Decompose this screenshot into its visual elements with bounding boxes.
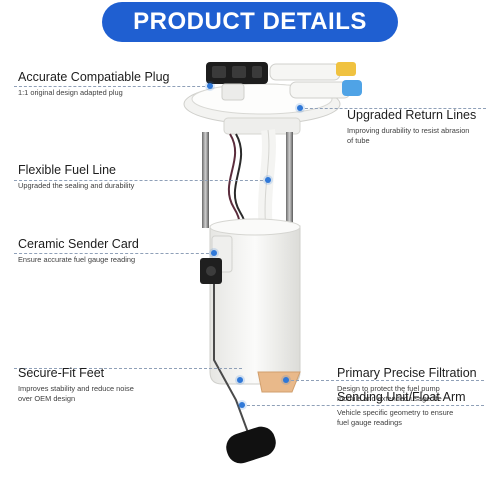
return-line-outlets <box>269 62 362 99</box>
sender-card-dot <box>211 250 217 256</box>
plug-dot <box>207 83 213 89</box>
feet-dot <box>237 377 243 383</box>
float-arm-title: Sending Unit/Float Arm <box>337 390 466 404</box>
guide-rods <box>202 132 293 232</box>
filtration-title: Primary Precise Filtration <box>337 366 477 380</box>
return-lines-dot <box>297 105 303 111</box>
feet-title: Secure-Fit Feet <box>18 366 105 380</box>
filtration-leader <box>286 380 484 381</box>
feet-desc-line2: over OEM design <box>18 393 76 403</box>
filter-sock <box>257 371 301 393</box>
callout-sender-card: Ceramic Sender Card Ensure accurate fuel… <box>18 237 139 265</box>
plug-title: Accurate Compatiable Plug <box>18 70 170 84</box>
callout-plug: Accurate Compatiable Plug 1:1 original d… <box>18 70 169 98</box>
flexible-fuel-line <box>258 129 276 231</box>
reservoir-body <box>209 218 301 385</box>
connector-plug <box>206 62 268 101</box>
return-lines-desc-line1: Improving durability to resist abrasion <box>347 126 470 135</box>
plug-desc: 1:1 original design adapted plug <box>18 88 123 97</box>
fuel-line-dot <box>265 177 271 183</box>
sender-card-desc: Ensure accurate fuel gauge reading <box>18 255 136 264</box>
fuel-line-title: Flexible Fuel Line <box>18 163 116 177</box>
plug-leader <box>14 86 210 87</box>
feet-leader <box>14 368 242 369</box>
return-lines-leader <box>300 108 486 109</box>
float-arm-leader <box>242 405 484 406</box>
banner-title: PRODUCT DETAILS <box>133 8 367 35</box>
feet-desc-line1: Improves stability and reduce noise <box>18 384 134 393</box>
callout-filtration: Primary Precise Filtration Design to pro… <box>337 366 477 403</box>
float-arm-desc-line2: fuel gauge readings <box>337 417 402 427</box>
filtration-desc-line1: Design to protect the fuel pump <box>337 384 440 393</box>
callout-fuel-line: Flexible Fuel Line Upgraded the sealing … <box>18 163 134 191</box>
float-arm-dot <box>239 402 245 408</box>
feet-desc: Improves stability and reduce noise over… <box>18 384 134 403</box>
float-arm <box>213 284 251 439</box>
fuel-line-leader <box>14 180 268 181</box>
product-details-banner: PRODUCT DETAILS <box>102 2 398 42</box>
callout-float-arm: Sending Unit/Float Arm Vehicle specific … <box>337 390 466 427</box>
float-arm-desc: Vehicle specific geometry to ensure fuel… <box>337 408 466 427</box>
sender-card <box>200 258 222 284</box>
callout-feet: Secure-Fit Feet Improves stability and r… <box>18 366 134 403</box>
filtration-desc: Design to protect the fuel pump module a… <box>337 384 477 403</box>
fuel-line-desc: Upgraded the sealing and durability <box>18 181 135 190</box>
sender-card-title: Ceramic Sender Card <box>18 237 139 251</box>
return-lines-title: Upgraded Return Lines <box>347 108 477 122</box>
sender-card-leader <box>14 253 214 254</box>
callout-return-lines: Upgraded Return Lines Improving durabili… <box>347 108 476 145</box>
float <box>226 426 276 464</box>
return-lines-desc: Improving durability to resist abrasion … <box>347 126 476 145</box>
filtration-dot <box>283 377 289 383</box>
return-lines-desc-line2: of tube <box>347 135 370 145</box>
filtration-desc-line2: module and extended usage life <box>337 393 442 403</box>
float-arm-desc-line1: Vehicle specific geometry to ensure <box>337 408 454 417</box>
